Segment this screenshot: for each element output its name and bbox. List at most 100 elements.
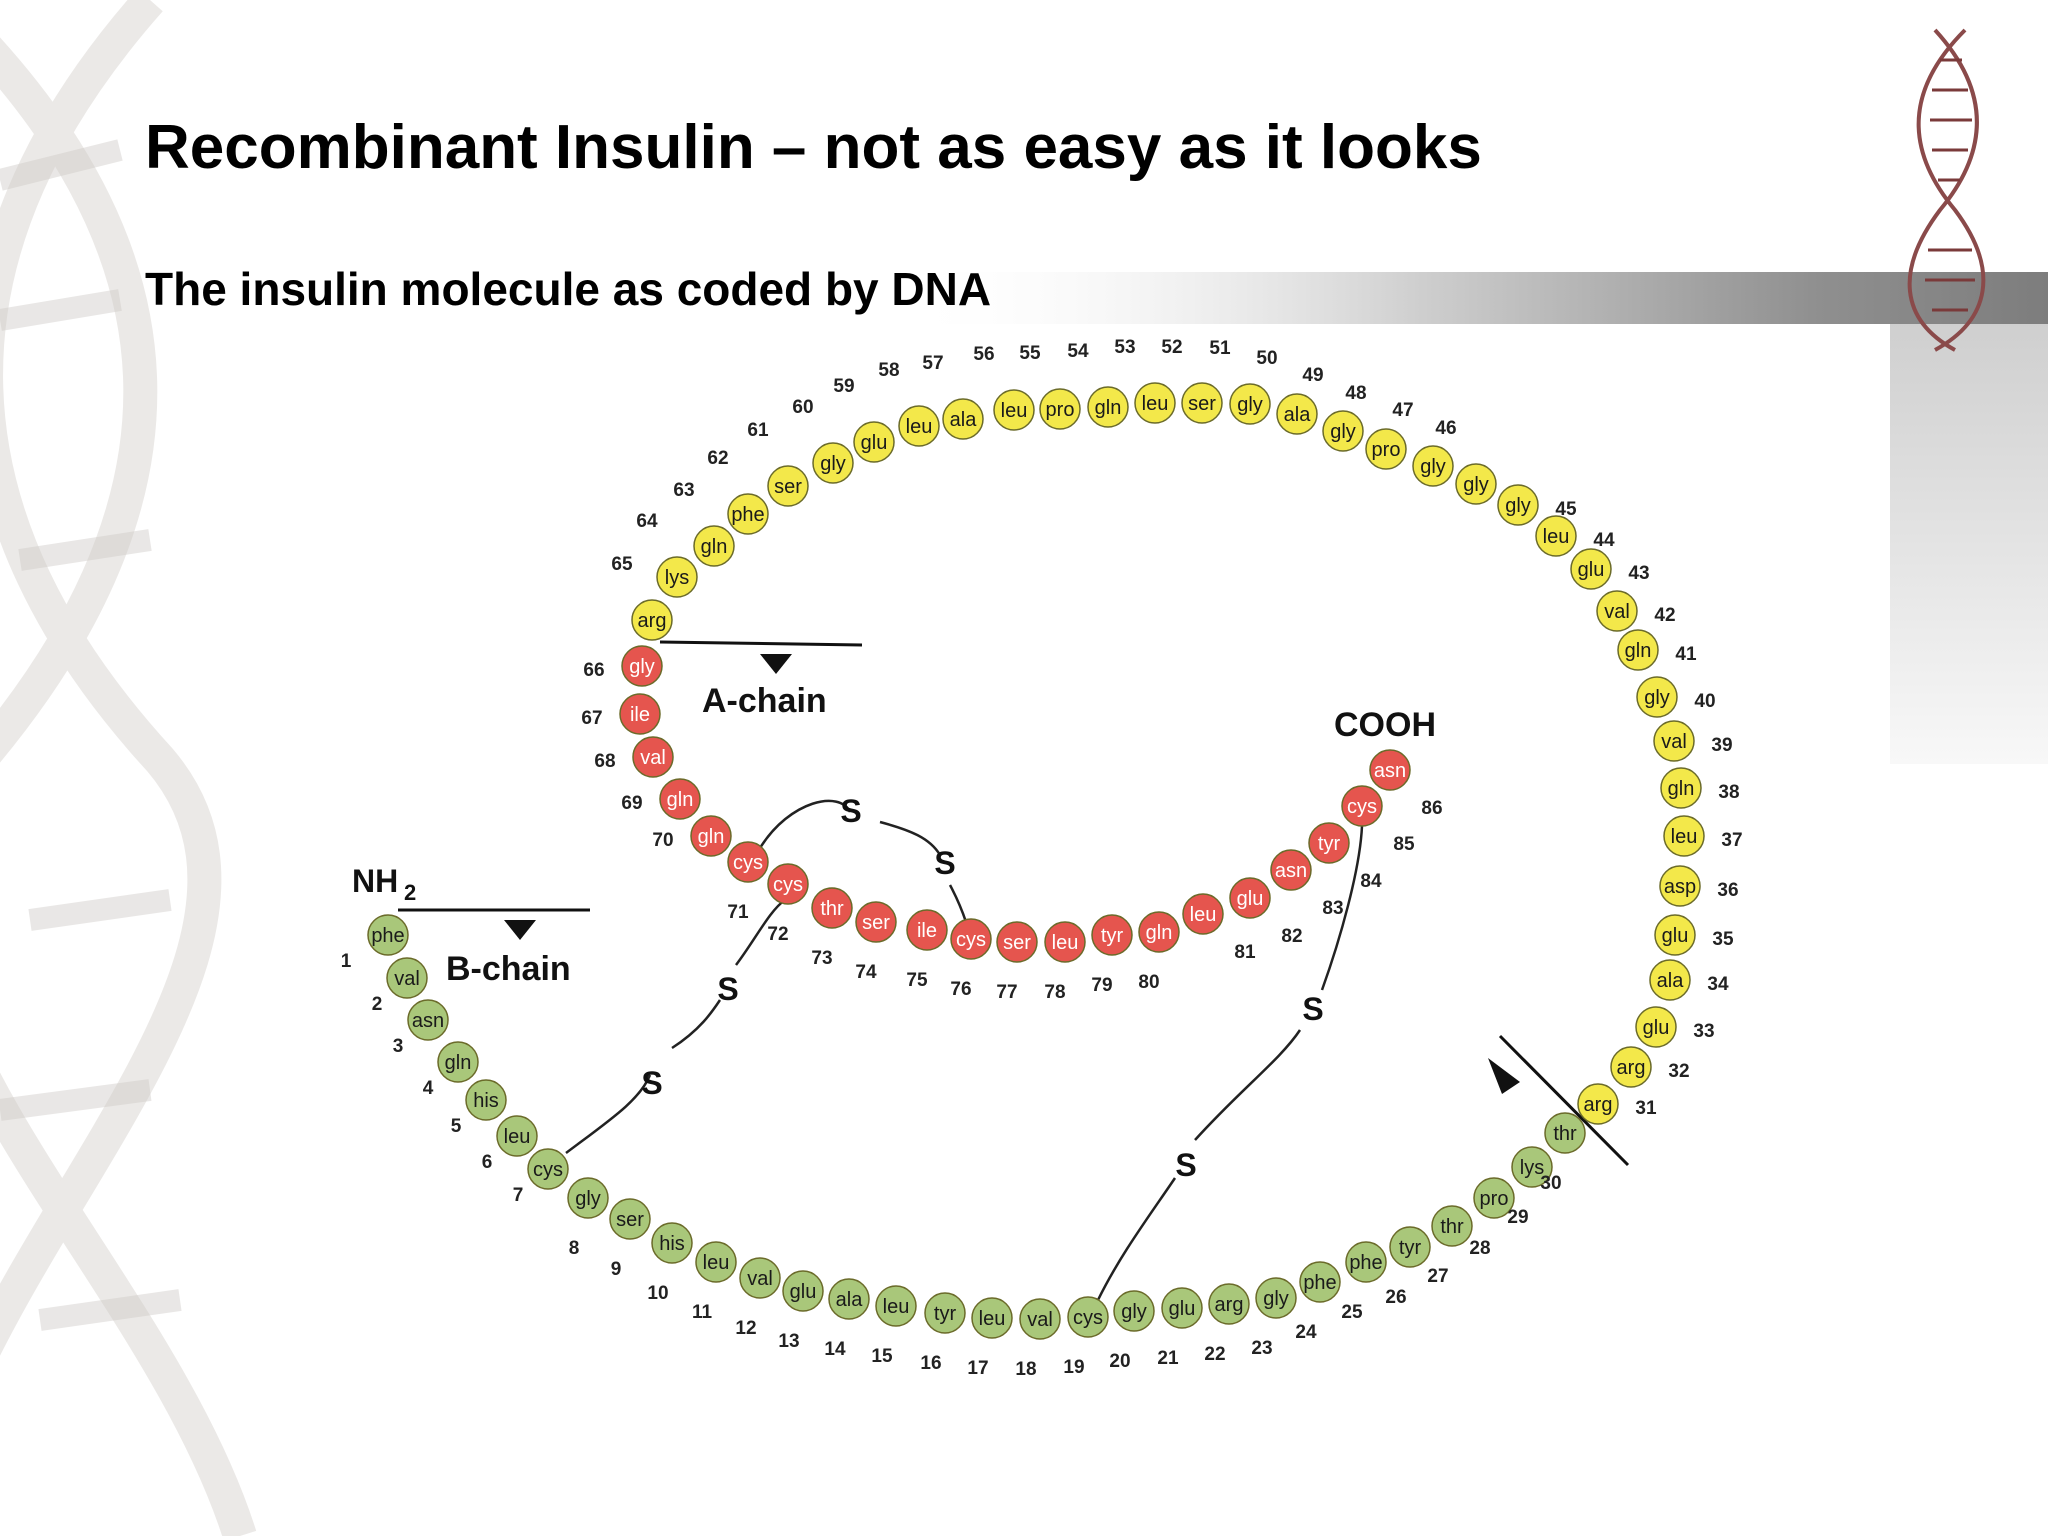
residue-number: 33 (1693, 1021, 1714, 1042)
residue-abbrev: ser (862, 912, 890, 934)
residue-bead (1255, 1277, 1297, 1319)
residue-abbrev: glu (1662, 925, 1689, 947)
residue-number: 73 (811, 948, 832, 969)
residue-bead (1636, 676, 1678, 718)
residue-abbrev: leu (1142, 393, 1169, 415)
residue-bead (1610, 1046, 1652, 1088)
residue-abbrev: gln (445, 1052, 472, 1074)
residue-number: 9 (611, 1259, 622, 1280)
residue-number: 59 (833, 376, 854, 397)
residue-abbrev: pro (1480, 1188, 1509, 1210)
residue-abbrev: lys (1520, 1157, 1544, 1179)
residue-number: 30 (1540, 1173, 1561, 1194)
residue-number: 7 (513, 1185, 524, 1206)
residue-abbrev: val (747, 1268, 773, 1290)
residue-number: 85 (1393, 834, 1415, 855)
residue-abbrev: gly (1330, 421, 1356, 443)
disulfide-bond-71-76 (758, 799, 968, 923)
residue-number: 32 (1668, 1061, 1689, 1082)
dna-ladder-rungs (1925, 58, 1975, 312)
residue-bead (619, 693, 661, 735)
residue-abbrev: val (1027, 1309, 1053, 1331)
residue-abbrev: gln (698, 826, 725, 848)
residue-bead (1649, 959, 1691, 1001)
residue-abbrev: asn (1275, 860, 1307, 882)
residue-number: 29 (1507, 1207, 1528, 1228)
residue-abbrev: gln (1668, 778, 1695, 800)
residue-bead (1511, 1146, 1553, 1188)
residue-number: 16 (920, 1353, 941, 1374)
residue-bead (1039, 388, 1081, 430)
residue-abbrev: cys (1347, 796, 1377, 818)
residue-abbrev: gly (1420, 456, 1446, 478)
residue-bead (1596, 590, 1638, 632)
residue-number: 48 (1345, 383, 1366, 404)
residue-bead (567, 1177, 609, 1219)
residue-bead (656, 556, 698, 598)
residue-abbrev: cys (773, 874, 803, 896)
residue-bead (1653, 720, 1695, 762)
cleavage-arrow-icon (1488, 1058, 1520, 1094)
sulfur-atom-label-1: S (840, 793, 861, 829)
residue-number: 71 (727, 902, 749, 923)
residue-abbrev: gln (701, 536, 728, 558)
residue-bead (1635, 1006, 1677, 1048)
residue-number: 34 (1707, 974, 1729, 995)
left-helix-rungs (0, 139, 182, 1331)
residue-bead (386, 957, 428, 999)
residue-bead (1369, 749, 1411, 791)
residue-number: 52 (1161, 337, 1182, 358)
residue-bead (1113, 1290, 1155, 1332)
residue-number: 49 (1302, 365, 1323, 386)
residue-bead (1345, 1241, 1387, 1283)
residue-number: 50 (1256, 348, 1277, 369)
residue-number: 40 (1694, 691, 1715, 712)
residue-bead (1087, 386, 1129, 428)
residue-number: 66 (583, 660, 604, 681)
residue-number: 11 (692, 1302, 713, 1323)
residue-bead (727, 493, 769, 535)
residue-number: 10 (647, 1283, 668, 1304)
residue-bead (1617, 629, 1659, 671)
sulfur-atom-label-6: S (1175, 1147, 1196, 1183)
residue-number: 4 (423, 1078, 434, 1099)
residue-number: 37 (1721, 830, 1742, 851)
residue-number: 26 (1385, 1287, 1406, 1308)
residue-number: 8 (569, 1238, 580, 1259)
sulfur-atom-label-5: S (1302, 991, 1323, 1027)
residue-abbrev: arg (1215, 1294, 1244, 1316)
dna-ladder-icon (1907, 28, 1986, 352)
residue-bead (1455, 463, 1497, 505)
residue-bead (828, 1278, 870, 1320)
residue-bead (1544, 1112, 1586, 1154)
residue-bead (1497, 484, 1539, 526)
residue-bead (950, 918, 992, 960)
residue-number: 18 (1015, 1359, 1036, 1380)
residue-number: 1 (341, 951, 352, 972)
residue-bead (1535, 515, 1577, 557)
residue-number: 28 (1469, 1238, 1490, 1259)
residue-number: 69 (621, 793, 642, 814)
residue-number: 14 (824, 1339, 846, 1360)
residue-bead (1229, 877, 1271, 919)
disulfide-bond-19-85 (1096, 825, 1364, 1301)
residue-number: 6 (482, 1152, 493, 1173)
residue-abbrev: arg (1617, 1057, 1646, 1079)
